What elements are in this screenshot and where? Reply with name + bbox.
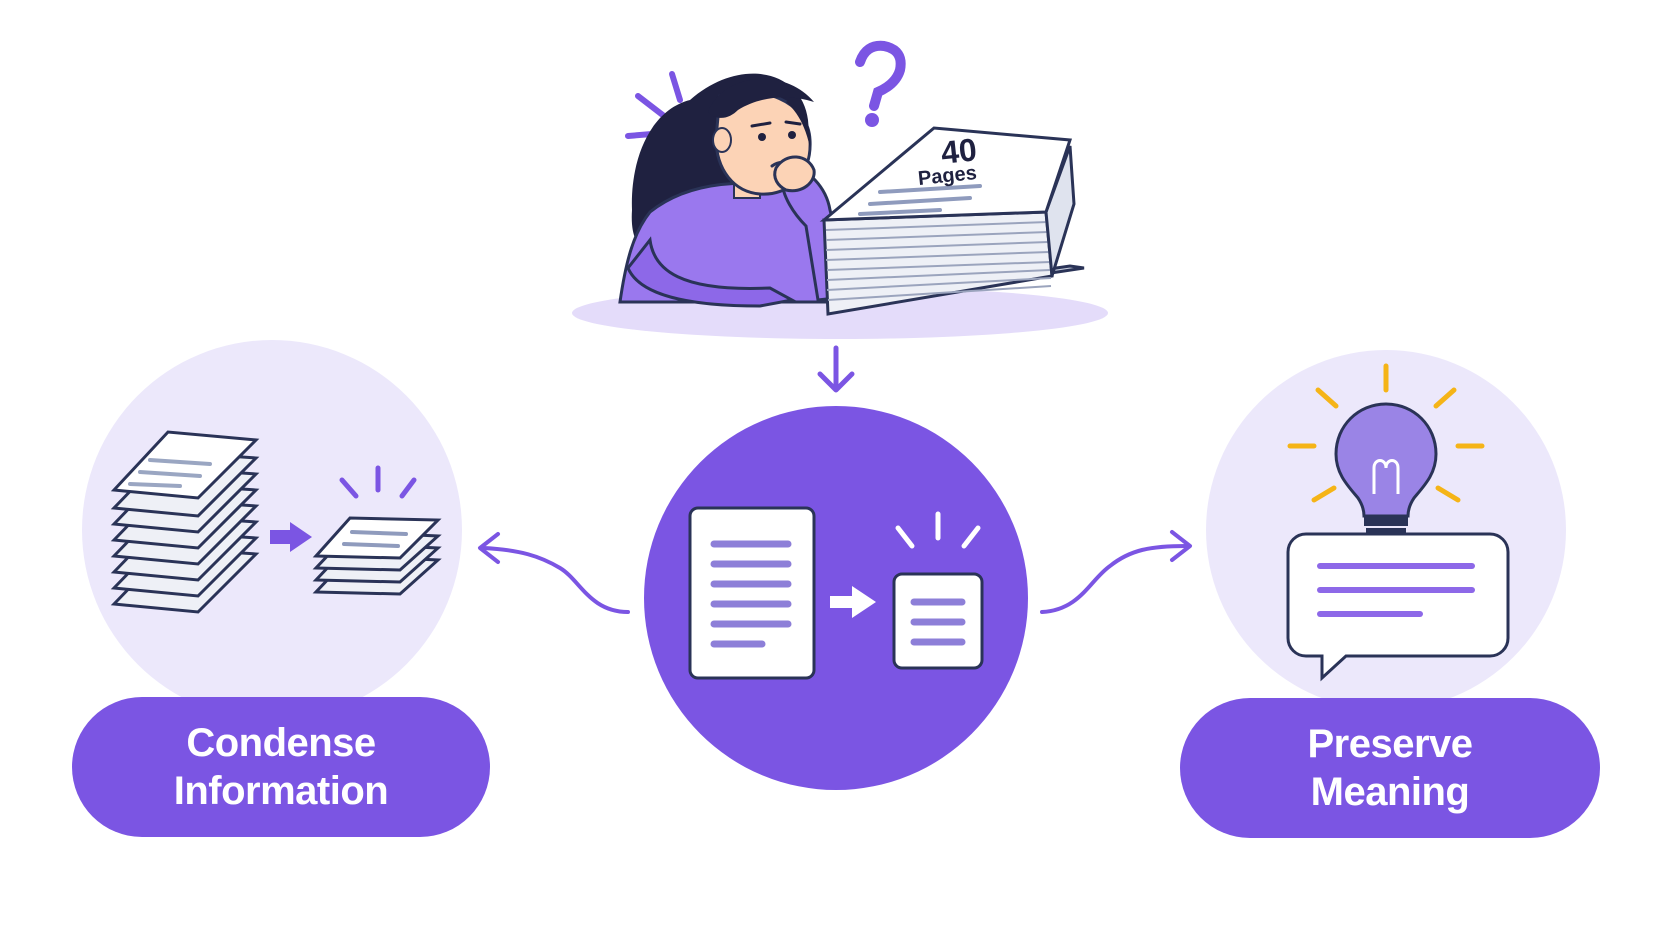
document-stack-large-icon — [110, 430, 260, 614]
page-count: 40 — [939, 131, 978, 171]
summarize-panel — [644, 406, 1028, 790]
light-rays-icon — [1287, 363, 1485, 503]
small-stack-icon — [312, 465, 442, 596]
top-page — [819, 126, 1073, 222]
confusion-marks-icon — [625, 71, 683, 139]
down-arrow-icon — [817, 345, 855, 393]
condense-panel — [82, 340, 462, 720]
preserve-line-2: Meaning — [1310, 770, 1470, 814]
top-illustration — [572, 40, 1108, 339]
question-mark-icon — [855, 40, 906, 127]
preserve-line-1: Preserve — [1307, 722, 1473, 766]
condense-arrow-icon — [270, 522, 312, 552]
source-document-icon — [688, 506, 816, 680]
curved-arrow-right-icon — [1040, 530, 1192, 614]
preserve-panel — [1206, 350, 1566, 710]
condense-information-label: Condense Information — [72, 697, 490, 837]
condense-line-2: Information — [173, 769, 389, 813]
condense-line-1: Condense — [186, 721, 376, 765]
center-arrow-icon — [852, 586, 876, 618]
curved-arrow-left-icon — [478, 532, 630, 614]
sparkle-icon — [895, 511, 981, 549]
document-stack-icon — [819, 126, 1085, 316]
speech-bubble-icon — [1286, 532, 1510, 682]
woman-hand — [773, 155, 816, 193]
preserve-meaning-label: Preserve Meaning — [1180, 698, 1600, 838]
